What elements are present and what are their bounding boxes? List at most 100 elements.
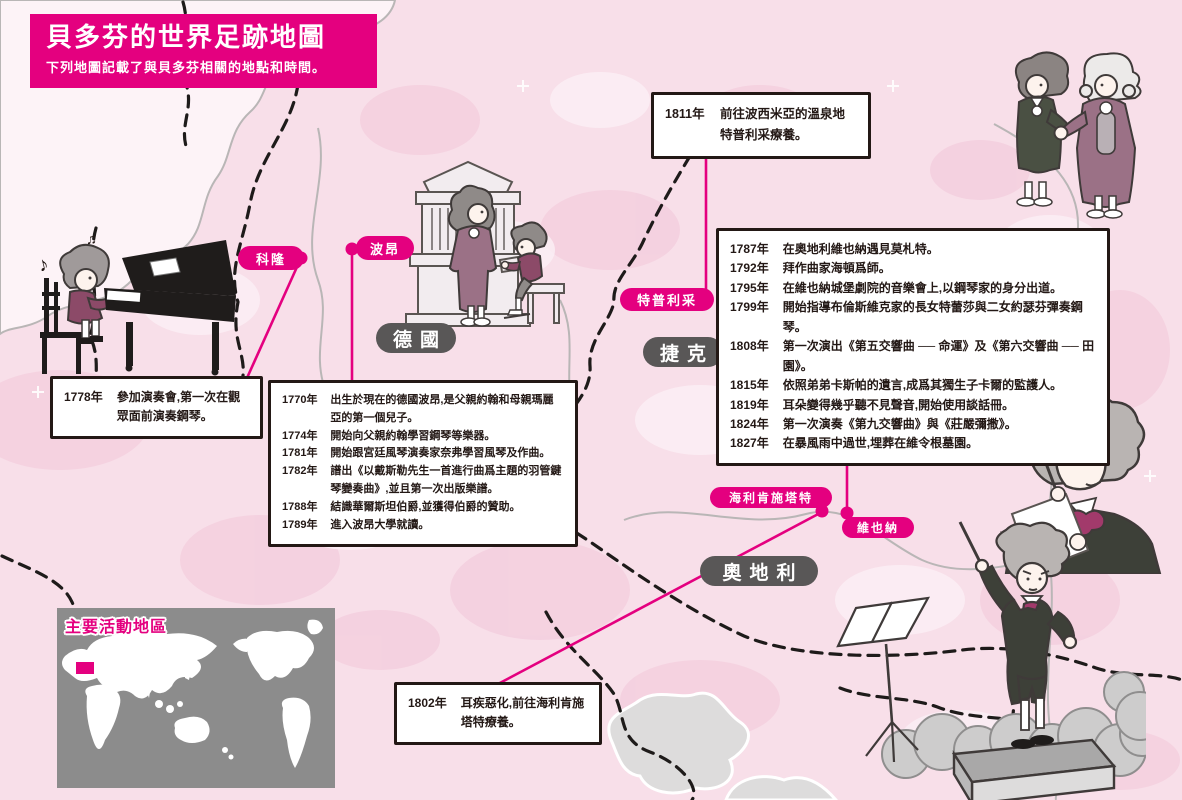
country-label-text: 德國 xyxy=(392,329,447,351)
world-map-graphic xyxy=(57,608,335,788)
entry-year: 1824年 xyxy=(730,416,769,431)
entry-year: 1802年 xyxy=(408,696,447,710)
place-label-text: 維也納 xyxy=(856,521,899,535)
entry-text: 開始向父親約翰學習鋼琴等樂器。 xyxy=(330,429,496,442)
connector-cologne xyxy=(245,257,303,379)
title-block: 貝多芬的世界足跡地圖 下列地圖記載了與貝多芬相關的地點和時間。 xyxy=(30,14,377,88)
timeline-entry: 1808年第一次演出《第五交響曲 ── 命運》及《第六交響曲 ── 田園》。 xyxy=(730,337,1096,376)
entry-year: 1815年 xyxy=(730,378,769,393)
lake-shapes xyxy=(607,691,838,800)
entry-text: 進入波昂大學就讀。 xyxy=(330,518,430,531)
place-pill-vienna: 維也納 xyxy=(842,517,914,538)
connector-lines xyxy=(245,150,849,686)
entry-year: 1799年 xyxy=(730,300,769,315)
timeline-entry: 1774年開始向父親約翰學習鋼琴等樂器。 xyxy=(282,428,564,446)
entry-text: 前往波西米亞的溫泉地特普利采療養。 xyxy=(720,107,846,143)
beethoven-conducting-illustration: ♪ xyxy=(836,521,1146,800)
page-title: 貝多芬的世界足跡地圖 xyxy=(46,22,327,52)
entry-year: 1770年 xyxy=(282,394,318,406)
timeline-entry: 1811年 前往波西米亞的溫泉地特普利采療養。 xyxy=(665,104,857,147)
timeline-entry: 1824年第一次演奏《第九交響曲》與《莊嚴彌撒》。 xyxy=(730,415,1096,434)
entry-year: 1778年 xyxy=(64,390,103,404)
entry-text: 參加演奏會,第一次在觀眾面前演奏鋼琴。 xyxy=(116,390,241,424)
entry-year: 1795年 xyxy=(730,280,769,295)
chair xyxy=(40,278,86,374)
activity-region-highlight xyxy=(76,662,94,674)
place-label-text: 波昂 xyxy=(369,241,400,257)
entry-text: 在暴風雨中過世,埋葬在維令根墓園。 xyxy=(782,436,979,451)
timeline-entry: 1782年譜出《以戴斯勒先生一首進行曲爲主題的羽管鍵琴變奏曲》,並且第一次出版樂… xyxy=(282,463,564,499)
place-pill-cologne: 科隆 xyxy=(238,246,304,270)
place-label-text: 海利肯施塔特 xyxy=(728,491,813,505)
entry-text: 依照弟弟卡斯帕的遺言,成爲其獨生子卡爾的監護人。 xyxy=(782,378,1063,393)
music-stand xyxy=(836,596,931,763)
timeline-box-bonn: 1770年出生於現在的德國波昂,是父親約翰和母親瑪麗亞的第一個兒子。 1774年… xyxy=(268,380,578,547)
timeline-entry: 1770年出生於現在的德國波昂,是父親約翰和母親瑪麗亞的第一個兒子。 xyxy=(282,392,564,428)
country-label-austria: 奧地利 xyxy=(700,556,818,586)
entry-text: 開始跟宮廷風琴演奏家奈弗學習風琴及作曲。 xyxy=(330,447,551,460)
place-pill-teplice: 特普利采 xyxy=(620,288,714,311)
mozart-figure xyxy=(1053,52,1142,219)
entry-year: 1781年 xyxy=(282,447,318,460)
podium-side xyxy=(952,749,974,800)
entry-text: 第一次演出《第五交響曲 ── 命運》及《第六交響曲 ── 田園》。 xyxy=(782,339,1095,373)
entry-text: 出生於現在的德國波昂,是父親約翰和母親瑪麗亞的第一個兒子。 xyxy=(330,394,554,424)
place-label-text: 科隆 xyxy=(255,251,286,267)
grand-piano xyxy=(104,240,236,376)
country-label-germany: 德國 xyxy=(376,323,456,353)
entry-text: 耳朵變得幾乎聽不見聲音,開始使用談話冊。 xyxy=(782,397,1015,412)
dot-bonn xyxy=(345,242,359,256)
timeline-entry: 1792年拜作曲家海頓爲師。 xyxy=(730,259,1096,278)
beethoven-mozart-handshake-illustration xyxy=(1015,51,1142,219)
timeline-box-teplice-1811: 1811年 前往波西米亞的溫泉地特普利采療養。 xyxy=(651,92,871,159)
entry-year: 1792年 xyxy=(730,261,769,276)
entry-year: 1788年 xyxy=(282,500,318,513)
organ-lesson-illustration xyxy=(405,160,565,327)
entry-text: 拜作曲家海頓爲師。 xyxy=(782,261,891,276)
country-label-text: 奧地利 xyxy=(722,562,804,584)
entry-text: 在維也納城堡劇院的音樂會上,以鋼琴家的身分出道。 xyxy=(782,280,1063,295)
entry-year: 1789年 xyxy=(282,518,318,531)
timeline-entry: 1827年在暴風雨中過世,埋葬在維令根墓園。 xyxy=(730,434,1096,453)
timeline-entry: 1819年耳朵變得幾乎聽不見聲音,開始使用談話冊。 xyxy=(730,396,1096,415)
timeline-entry: 1802年 耳疾惡化,前往海利肯施塔特療養。 xyxy=(408,694,588,733)
entry-year: 1827年 xyxy=(730,436,769,451)
entry-text: 譜出《以戴斯勒先生一首進行曲爲主題的羽管鍵琴變奏曲》,並且第一次出版樂譜。 xyxy=(330,465,562,496)
music-note-icon: ♪ xyxy=(36,253,51,277)
timeline-entry: 1795年在維也納城堡劇院的音樂會上,以鋼琴家的身分出道。 xyxy=(730,279,1096,298)
entry-year: 1819年 xyxy=(730,397,769,412)
dot-vienna xyxy=(840,506,854,520)
child-piano-illustration: ♪ ♪ ♫ xyxy=(36,231,236,376)
entry-text: 第一次演奏《第九交響曲》與《莊嚴彌撒》。 xyxy=(782,416,1017,431)
music-note-icon: ♫ xyxy=(86,231,97,248)
inset-world-map: 主要活動地區 xyxy=(57,608,335,788)
timeline-box-performance-1778: 1778年 參加演奏會,第一次在觀眾面前演奏鋼琴。 xyxy=(50,376,263,439)
entry-text: 結識華爾斯坦伯爵,並獲得伯爵的贊助。 xyxy=(330,500,521,513)
place-label-text: 特普利采 xyxy=(636,293,697,308)
entry-year: 1808年 xyxy=(730,339,769,354)
entry-text: 耳疾惡化,前往海利肯施塔特療養。 xyxy=(460,696,585,730)
timeline-box-heiligenstadt-1802: 1802年 耳疾惡化,前往海利肯施塔特療養。 xyxy=(394,682,602,745)
page-subtitle: 下列地圖記載了與貝多芬相關的地點和時間。 xyxy=(46,59,327,75)
country-label-czech: 捷克 xyxy=(643,337,723,367)
timeline-entry: 1815年依照弟弟卡斯帕的遺言,成爲其獨生子卡爾的監護人。 xyxy=(730,376,1096,395)
timeline-entry: 1787年在奧地利維也納遇見莫札特。 xyxy=(730,240,1096,259)
timeline-entry: 1789年進入波昂大學就讀。 xyxy=(282,517,564,535)
country-label-text: 捷克 xyxy=(659,343,714,365)
timeline-entry: 1788年結識華爾斯坦伯爵,並獲得伯爵的贊助。 xyxy=(282,499,564,517)
teacher-figure xyxy=(447,184,498,327)
entry-year: 1782年 xyxy=(282,465,318,478)
connector-heiligenstadt xyxy=(497,510,823,686)
entry-text: 在奧地利維也納遇見莫札特。 xyxy=(782,242,939,256)
child-figure xyxy=(59,243,116,344)
timeline-entry: 1781年開始跟宮廷風琴演奏家奈弗學習風琴及作曲。 xyxy=(282,445,564,463)
place-pill-bonn: 波昂 xyxy=(356,236,414,260)
boy-at-keyboard-figure xyxy=(498,221,565,324)
place-pill-heiligenstadt: 海利肯施塔特 xyxy=(710,487,832,508)
entry-year: 1787年 xyxy=(730,242,769,256)
timeline-entry: 1778年 參加演奏會,第一次在觀眾面前演奏鋼琴。 xyxy=(64,388,249,427)
entry-year: 1811年 xyxy=(665,107,705,121)
entry-text: 開始指導布倫斯維克家的長女特蕾莎與二女約瑟芬彈奏鋼琴。 xyxy=(782,300,1083,334)
timeline-entry: 1799年開始指導布倫斯維克家的長女特蕾莎與二女約瑟芬彈奏鋼琴。 xyxy=(730,298,1096,337)
